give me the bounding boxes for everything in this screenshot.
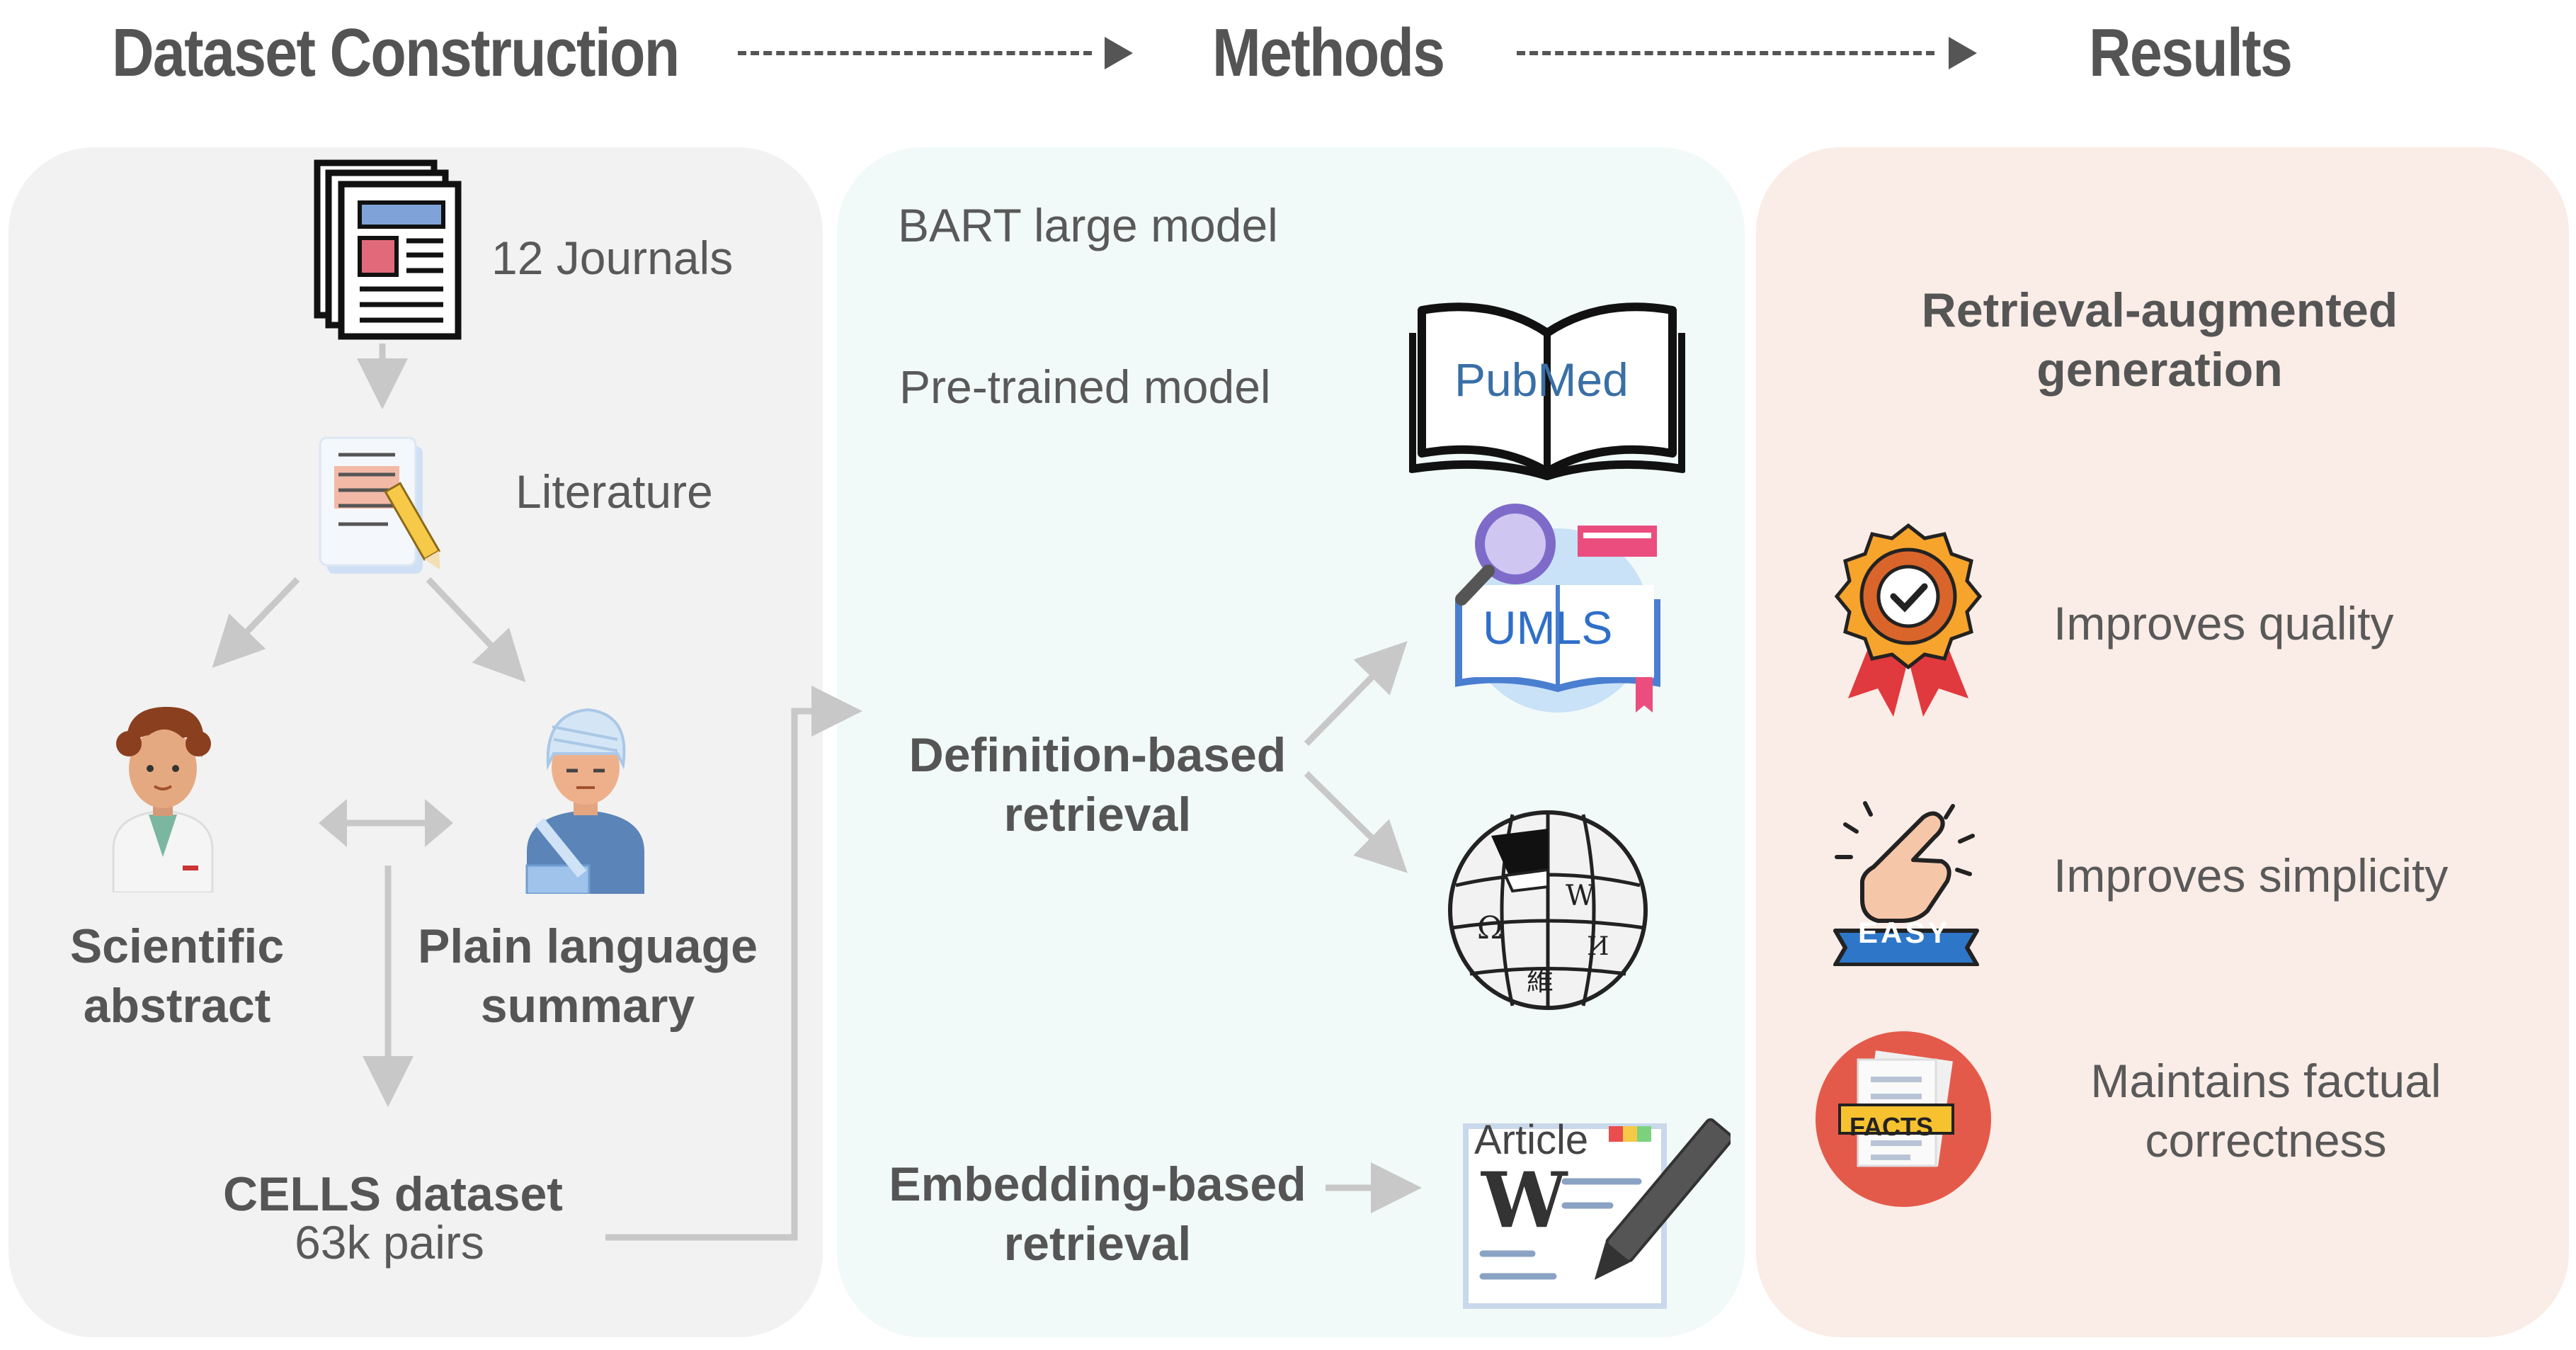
cells-dataset-title: CELLS dataset	[223, 1167, 563, 1221]
wikipedia-article-icon: W	[1461, 1115, 1731, 1313]
easy-badge: EASY	[1858, 916, 1951, 949]
improves-quality-label: Improves quality	[2053, 597, 2394, 650]
book-icon	[1409, 290, 1685, 482]
umls-book-icon	[1444, 500, 1678, 720]
scientific-abstract-line2: abstract	[83, 979, 271, 1033]
factual-line2: correctness	[2145, 1114, 2387, 1167]
header-results: Results	[2089, 15, 2293, 91]
svg-text:W: W	[1566, 880, 1595, 912]
journals-label: 12 Journals	[491, 232, 734, 284]
header-arrowhead-2	[1949, 37, 1977, 69]
header-arrow-1	[738, 51, 1092, 55]
svg-text:Ω: Ω	[1477, 910, 1503, 946]
award-badge-icon	[1834, 521, 1983, 720]
svg-text:И: И	[1587, 932, 1609, 961]
rag-line2: generation	[2036, 343, 2283, 397]
embedding-based-retrieval-label: Embedding-based retrieval	[878, 1155, 1317, 1274]
header-arrowhead-1	[1105, 37, 1133, 69]
maintains-factual-correctness-label: Maintains factual correctness	[2025, 1051, 2507, 1170]
svg-text:維: 維	[1527, 965, 1554, 997]
svg-text:W: W	[1481, 1156, 1568, 1245]
header-arrow-2	[1517, 51, 1934, 55]
scientist-icon	[99, 694, 227, 892]
header-methods: Methods	[1212, 15, 1445, 91]
scientific-abstract-line1: Scientific	[69, 919, 285, 973]
factual-line1: Maintains factual	[2090, 1055, 2441, 1107]
rag-label: Retrieval-augmented generation	[1912, 280, 2407, 399]
plain-language-summary-label: Plain language summary	[397, 917, 779, 1036]
wikipedia-globe-icon: Ω W 維 И	[1442, 807, 1654, 1013]
facts-icon	[1811, 1027, 1995, 1211]
embedding-line1: Embedding-based	[889, 1157, 1306, 1211]
rag-line1: Retrieval-augmented	[1921, 283, 2398, 337]
hand-easy-icon	[1828, 796, 1984, 966]
improves-simplicity-label: Improves simplicity	[2053, 849, 2449, 902]
document-pencil-icon	[310, 425, 459, 581]
bart-model-label: BART large model	[898, 199, 1278, 251]
definition-based-retrieval-label: Definition-based retrieval	[878, 725, 1317, 844]
umls-label: UMLS	[1483, 601, 1613, 654]
definition-line1: Definition-based	[908, 728, 1287, 782]
definition-line2: retrieval	[1003, 788, 1192, 841]
literature-label: Literature	[515, 465, 713, 518]
article-label: Article	[1474, 1117, 1589, 1163]
pretrained-model-label: Pre-trained model	[899, 361, 1271, 413]
plain-language-line2: summary	[480, 979, 695, 1033]
header-dataset-construction: Dataset Construction	[112, 15, 680, 91]
cells-dataset-pairs: 63k pairs	[295, 1216, 484, 1269]
plain-language-line1: Plain language	[418, 919, 758, 973]
patient-icon	[511, 688, 660, 894]
embedding-line2: retrieval	[1003, 1217, 1192, 1271]
facts-badge: FACTS	[1850, 1112, 1934, 1141]
newspaper-icon	[312, 159, 467, 343]
scientific-abstract-label: Scientific abstract	[50, 917, 304, 1036]
pubmed-label: PubMed	[1454, 353, 1629, 406]
